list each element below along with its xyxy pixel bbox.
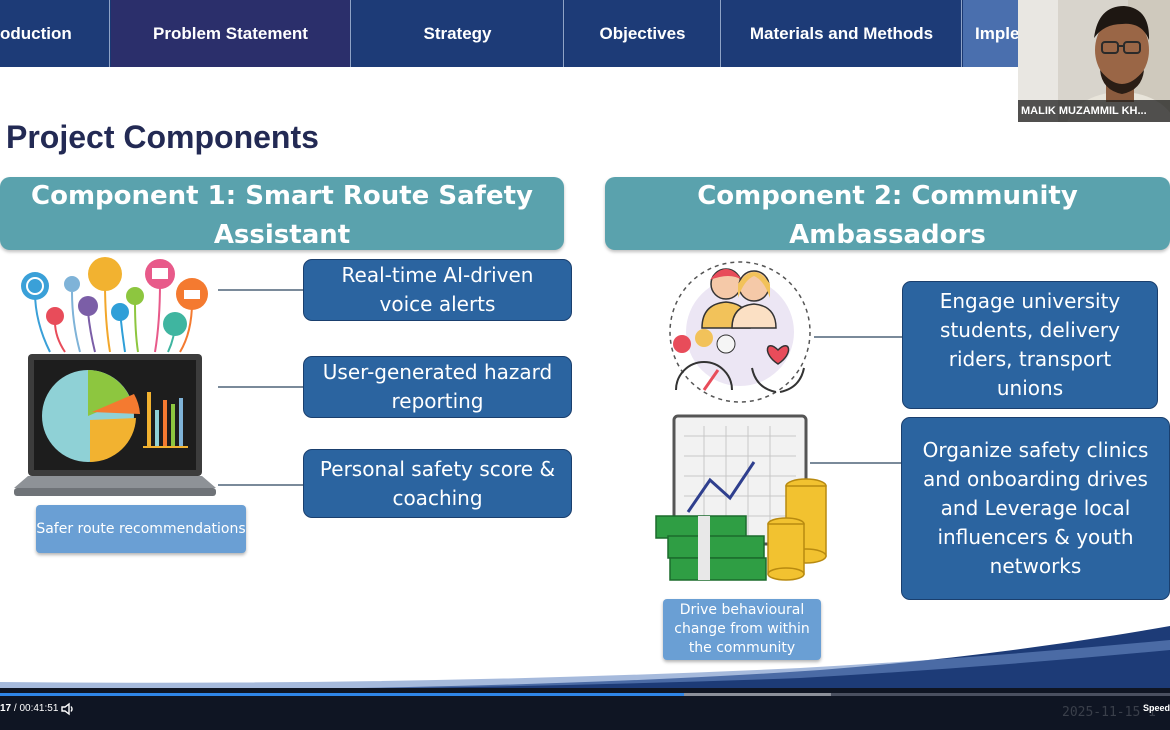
decorative-wave: [0, 626, 1170, 695]
tab-objectives[interactable]: Objectives: [565, 0, 721, 67]
tab-label: Materials and Methods: [749, 23, 934, 43]
tab-label: oduction: [0, 23, 72, 43]
tab-strategy[interactable]: Strategy: [352, 0, 564, 67]
tab-materials-and-methods[interactable]: Materials and Methods: [722, 0, 962, 67]
caption-safer-routes: Safer route recommendations: [36, 505, 246, 553]
tab-label: Strategy: [423, 23, 492, 43]
tab-label: Problem Statement: [153, 23, 308, 43]
recording-timestamp: 2025-11-15 1: [1062, 705, 1156, 720]
speed-button[interactable]: Speed: [1143, 703, 1170, 713]
slide-title: Project Components: [6, 119, 319, 155]
time-separator: /: [13, 703, 17, 714]
section-nav-bar: oduction Problem Statement Strategy Obje…: [0, 0, 1170, 67]
community-people-illustration: [669, 261, 811, 403]
feature-box-safety-clinics: Organize safety clinics and onboarding d…: [901, 417, 1170, 600]
tab-introduction[interactable]: oduction: [0, 0, 110, 67]
connector-line: [218, 484, 303, 486]
tab-implementation[interactable]: Imple: [963, 0, 1023, 67]
connector-line: [218, 386, 303, 388]
money-growth-chart-illustration: [655, 414, 827, 581]
feature-box-engage-groups: Engage university students, delivery rid…: [902, 281, 1158, 409]
component-1-header: Component 1: Smart Route Safety Assistan…: [0, 177, 564, 250]
current-time: 17: [0, 703, 12, 714]
tab-problem-statement[interactable]: Problem Statement: [111, 0, 351, 67]
tab-label: Objectives: [599, 23, 686, 43]
connector-line: [218, 289, 303, 291]
feature-box-hazard-reporting: User-generated hazard reporting: [303, 356, 572, 418]
laptop-analytics-illustration: [14, 257, 216, 496]
feature-box-safety-score: Personal safety score & coaching: [303, 449, 572, 518]
webcam-video-tile[interactable]: MALIK MUZAMMIL KH...: [1018, 0, 1170, 122]
volume-icon[interactable]: [61, 702, 75, 716]
progress-played[interactable]: [0, 693, 685, 696]
time-readout: 17 / 00:41:51: [0, 703, 58, 714]
duration: 00:41:51: [19, 703, 59, 714]
tab-label: Imple: [975, 23, 1020, 43]
component-2-header: Component 2: Community Ambassadors: [605, 177, 1170, 250]
connector-line: [810, 462, 901, 464]
feature-box-voice-alerts: Real-time AI-driven voice alerts: [303, 259, 572, 321]
connector-line: [814, 336, 902, 338]
caption-behavioural-change: Drive behavioural change from within the…: [663, 599, 821, 660]
participant-name-label: MALIK MUZAMMIL KH...: [1018, 100, 1170, 122]
